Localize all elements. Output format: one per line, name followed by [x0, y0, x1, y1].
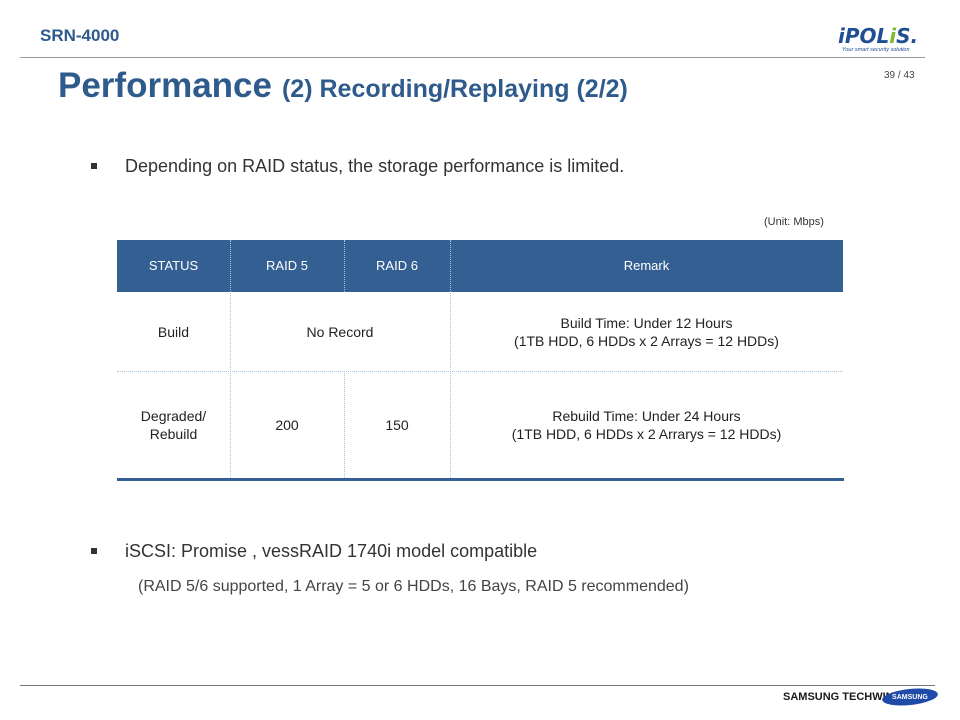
page-title: Performance (2) Recording/Replaying (2/2) [58, 66, 628, 106]
header-raid6: RAID 6 [376, 258, 418, 273]
footer-brand: SAMSUNG TECHWIN [783, 691, 894, 703]
row-build-remark: Build Time: Under 12 Hours (1TB HDD, 6 H… [514, 314, 779, 349]
table-header [117, 240, 843, 292]
col-divider [344, 371, 345, 478]
page-number: 39 / 43 [884, 70, 915, 81]
bullet-square-icon [91, 548, 97, 554]
row-build-status: Build [157, 323, 190, 340]
col-divider [230, 240, 231, 478]
table-unit: (Unit: Mbps) [764, 216, 824, 228]
model-label: SRN-4000 [40, 26, 120, 45]
title-sub: (2) Recording/Replaying (2/2) [281, 75, 628, 103]
header-raid5: RAID 5 [266, 258, 308, 273]
table-bottom-border [117, 478, 844, 481]
bullet-iscsi: iSCSI: Promise , vessRAID 1740i model co… [91, 541, 537, 562]
header-status: STATUS [148, 258, 199, 273]
footer-divider [20, 685, 935, 686]
row-degraded-status: Degraded/ Rebuild [140, 407, 207, 442]
row-degraded-remark: Rebuild Time: Under 24 Hours (1TB HDD, 6… [511, 407, 782, 442]
title-main: Performance [58, 66, 272, 105]
row-divider [117, 371, 843, 372]
header-remark: Remark [623, 258, 670, 273]
col-divider [344, 240, 345, 292]
row-degraded-raid5: 200 [275, 416, 299, 433]
performance-table: STATUS RAID 5 RAID 6 Remark Build No Rec… [117, 240, 844, 481]
bullet-raid-status: Depending on RAID status, the storage pe… [91, 156, 624, 177]
raid-note: (RAID 5/6 supported, 1 Array = 5 or 6 HD… [138, 578, 689, 595]
row-build-merged: No Record [306, 323, 374, 340]
col-divider [450, 240, 451, 478]
header-divider [20, 57, 925, 58]
bullet-square-icon [91, 163, 97, 169]
row-degraded-raid6: 150 [385, 416, 409, 433]
ipolis-logo: iPOLiS. Your smart security solution [838, 24, 919, 53]
samsung-logo: SAMSUNG [881, 686, 939, 708]
